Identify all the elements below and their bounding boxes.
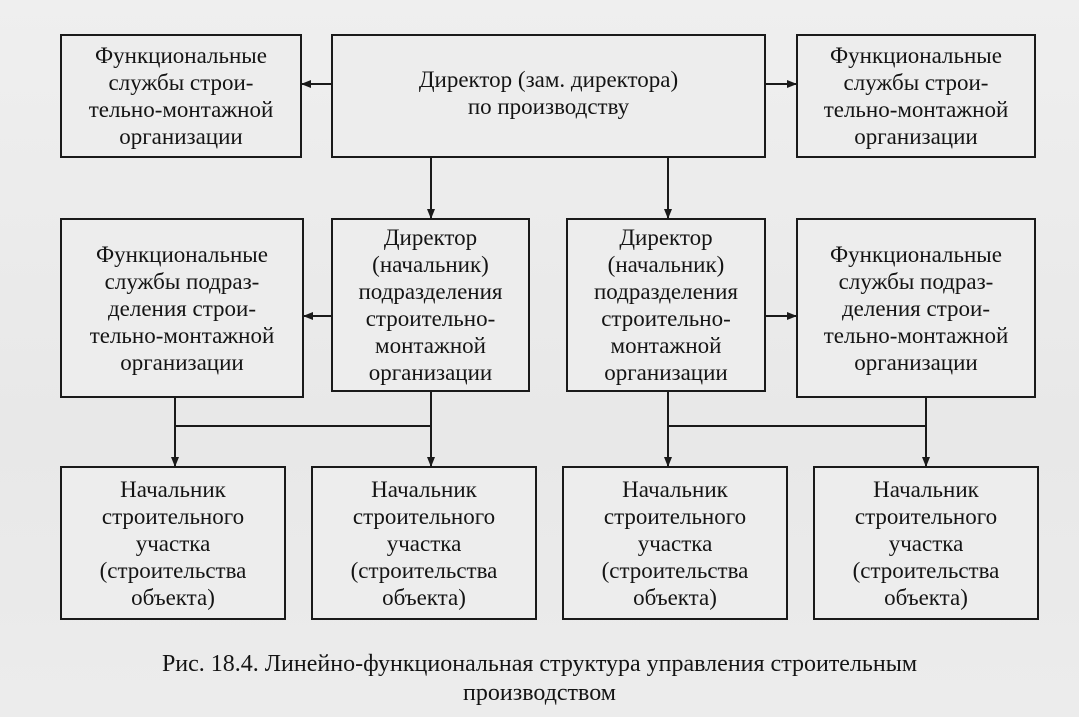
node-site-chief-4: Начальник строительного участка (строите…	[813, 466, 1039, 620]
node-func-services-division-left: Функциональные службы подраз- деления ст…	[60, 218, 304, 398]
node-site-chief-3: Начальник строительного участка (строите…	[562, 466, 788, 620]
node-func-services-org-left: Функциональные службы строи- тельно-монт…	[60, 34, 302, 158]
edge-junction-right	[667, 392, 927, 427]
edge-junction-left	[174, 398, 431, 427]
node-func-services-org-right: Функциональные службы строи- тельно-монт…	[796, 34, 1036, 158]
node-site-chief-2: Начальник строительного участка (строите…	[311, 466, 537, 620]
figure-caption: Рис. 18.4. Линейно-функциональная структ…	[161, 651, 918, 706]
node-site-chief-1: Начальник строительного участка (строите…	[60, 466, 286, 620]
node-func-services-division-right: Функциональные службы подраз- деления ст…	[796, 218, 1036, 398]
node-director-division-2: Директор (начальник) подразделения строи…	[566, 218, 766, 392]
node-director-division-1: Директор (начальник) подразделения строи…	[331, 218, 530, 392]
node-director-production: Директор (зам. директора) по производств…	[331, 34, 766, 158]
